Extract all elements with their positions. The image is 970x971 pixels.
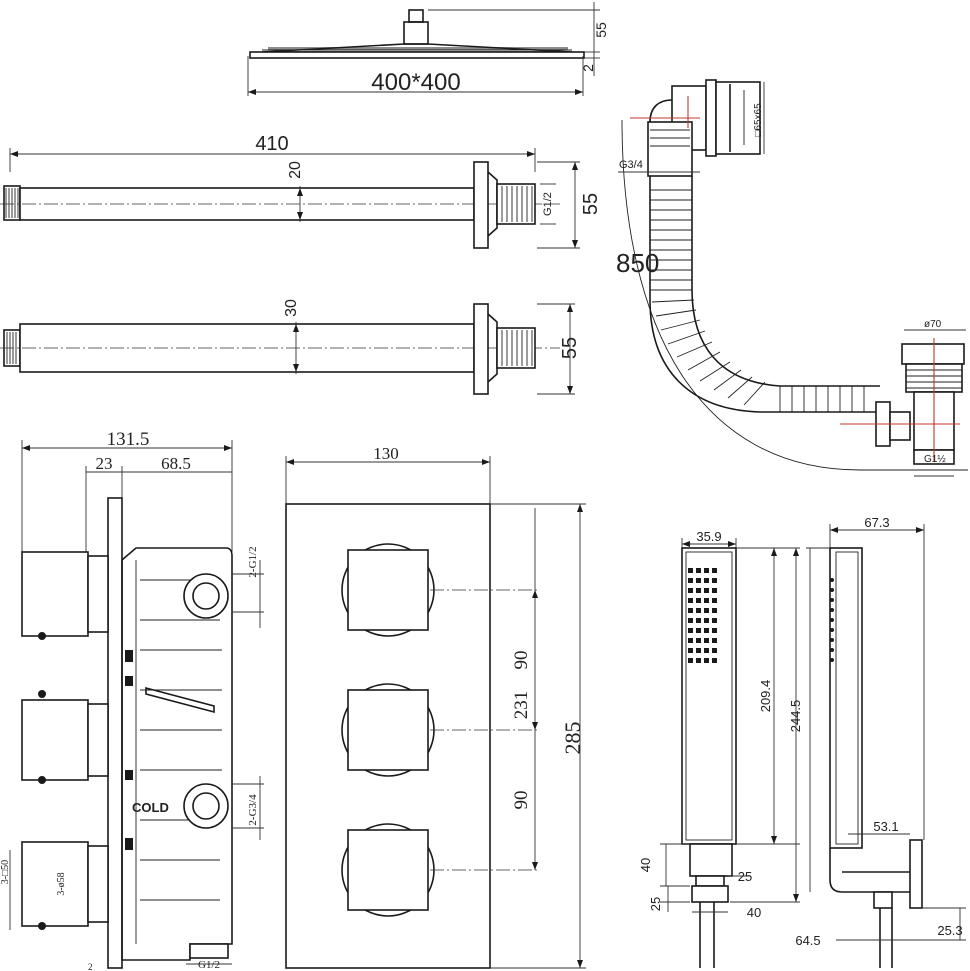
hand-shower-bracket-height-label: 40: [638, 858, 653, 872]
hand-shower-side-depth-label: 67.3: [864, 515, 889, 530]
valve-front-width-label: 130: [373, 444, 399, 463]
arm-upper-diameter-label: 20: [287, 161, 304, 179]
hand-shower-total-height-label: 244.5: [788, 700, 803, 733]
bath-waste-plug-label: ø70: [924, 319, 942, 330]
hand-shower-height-label: 209.4: [758, 680, 773, 713]
arm-upper-flange-label: 55: [580, 193, 602, 215]
hand-shower-hose-offset-label: 25: [648, 897, 663, 911]
hand-shower-side-drawing: [806, 524, 966, 968]
shower-head-drawing: [247, 2, 600, 96]
valve-corner-label: 2: [88, 962, 93, 971]
arm-lower-diameter-label: 30: [283, 299, 300, 317]
hand-shower-bracket-label: 53.1: [873, 819, 898, 834]
hand-shower-bracket-depth-label: 25: [738, 869, 752, 884]
valve-side-drawing: [9, 440, 264, 969]
spray-nozzles: [688, 568, 717, 663]
bath-waste-drawing: [618, 79, 968, 477]
bath-waste-thread-label: G3/4: [619, 159, 643, 171]
valve-front-spacing-top-label: 90: [511, 651, 532, 670]
valve-body-label: 68.5: [161, 454, 191, 473]
valve-front-drawing: [285, 456, 586, 969]
valve-inlet-label: 2-G3/4: [247, 794, 259, 826]
shower-arm-upper-drawing: [0, 148, 580, 249]
valve-depth-label: 131.5: [107, 429, 150, 450]
valve-front-centers-label: 231: [511, 691, 532, 720]
hand-shower-base-width-label: 40: [747, 905, 761, 920]
valve-handle-round-label: 3-ø58: [56, 872, 67, 895]
shower-head-thickness-label: 2: [580, 64, 596, 72]
arm-lower-flange-label: 55: [559, 337, 581, 359]
arm-upper-thread-label: G1/2: [542, 192, 554, 216]
valve-bottom-thread-label: G1/2: [198, 959, 220, 971]
hand-shower-wall-offset-label: 64.5: [795, 933, 820, 948]
valve-front-spacing-bottom-label: 90: [511, 791, 532, 810]
valve-cold-label: COLD: [132, 800, 169, 815]
bath-waste-overflow-label: □65x65: [753, 103, 764, 137]
valve-outlet-label: 2-G1/2: [247, 546, 259, 577]
hand-shower-elbow-label: 25.3: [937, 923, 962, 938]
arm-upper-length-label: 410: [255, 133, 288, 155]
hand-shower-width-label: 35.9: [696, 529, 721, 544]
shower-arm-lower-drawing: [0, 303, 575, 395]
shower-head-height-label: 55: [593, 22, 609, 38]
bath-waste-outlet-label: G1½: [924, 454, 946, 465]
bath-waste-length-label: 850: [616, 248, 659, 278]
valve-handle-square-label: 3-□50: [0, 860, 11, 884]
hand-shower-front-drawing: [660, 538, 800, 968]
spray-nozzles-side: [830, 578, 834, 662]
valve-handle-label: 23: [96, 454, 113, 473]
shower-head-size-label: 400*400: [371, 69, 460, 96]
valve-front-height-label: 285: [560, 722, 585, 755]
